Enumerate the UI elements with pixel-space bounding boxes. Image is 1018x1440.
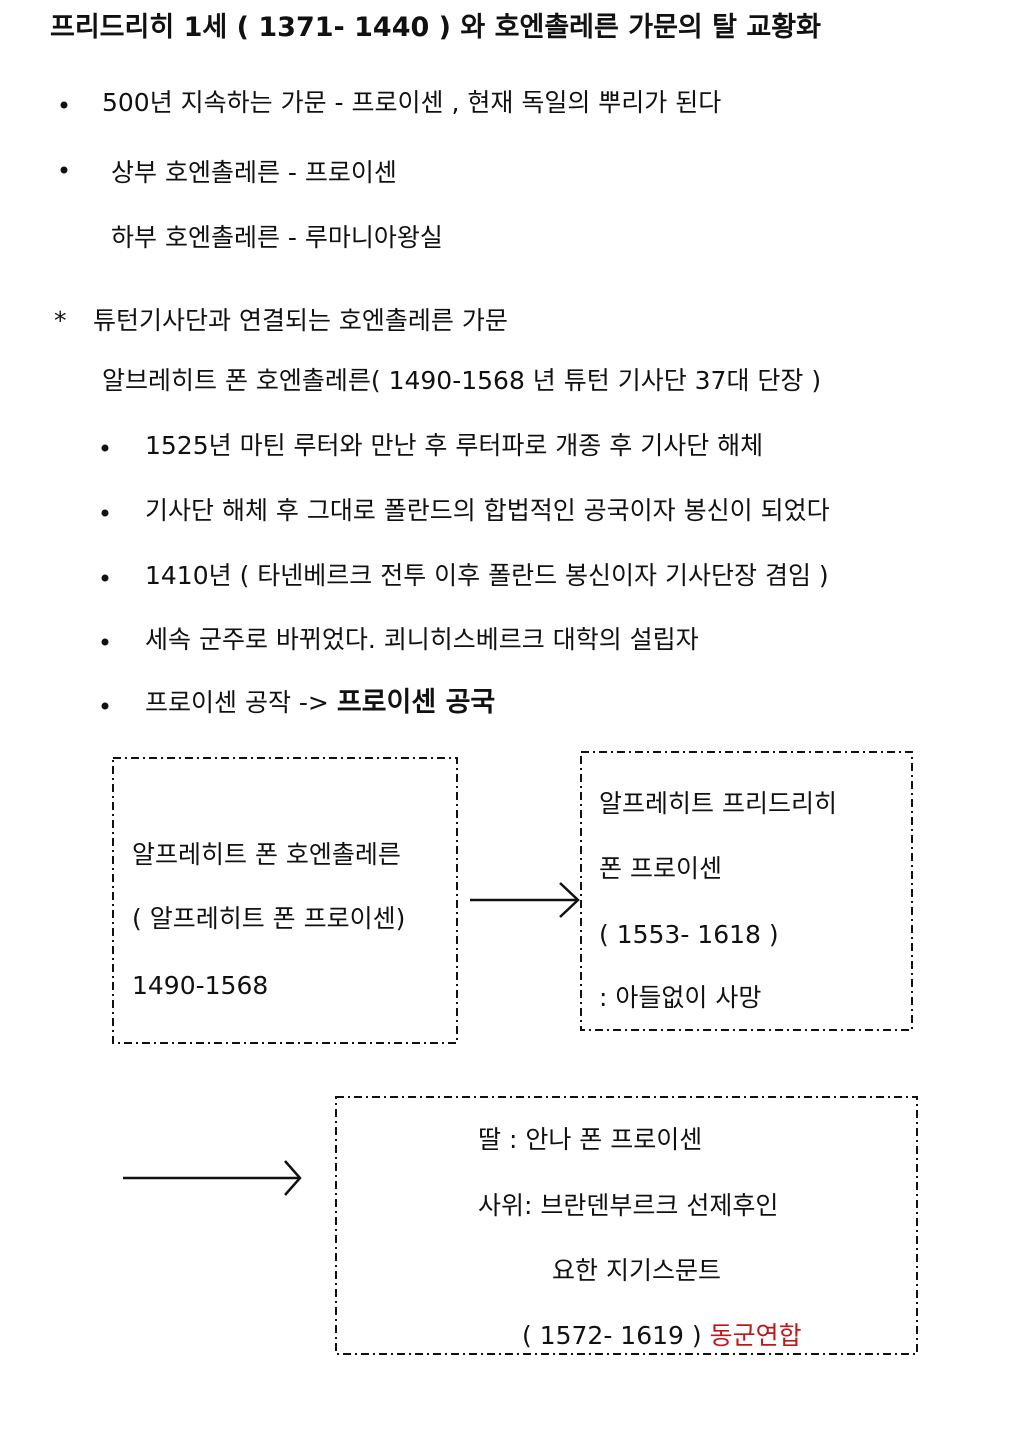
bullet <box>101 702 109 710</box>
box3-dates: ( 1572- 1619 ) <box>522 1321 702 1350</box>
section-subheading: 알브레히트 폰 호엔촐레른( 1490-1568 년 튜턴 기사단 37대 단장… <box>102 366 822 395</box>
list-item: 프로이센 공작 -> 프로이센 공국 <box>145 687 495 719</box>
box-albrecht <box>112 757 458 1044</box>
list-item-prefix: 프로이센 공작 -> <box>145 688 329 717</box>
list-item-continuation: 하부 호엔촐레른 - 루마니아왕실 <box>111 223 443 252</box>
list-item: 500년 지속하는 가문 - 프로이센 , 현재 독일의 뿌리가 된다 <box>102 88 722 117</box>
list-item: 세속 군주로 바뀌었다. 쾨니히스베르크 대학의 설립자 <box>145 625 699 654</box>
list-item: 기사단 해체 후 그대로 폴란드의 합법적인 공국이자 봉신이 되었다 <box>145 496 830 525</box>
box3-highlight: 동군연합 <box>709 1321 802 1350</box>
box-anna <box>335 1096 918 1355</box>
box2-line: 폰 프로이센 <box>599 854 722 883</box>
asterisk-marker: * <box>54 306 67 335</box>
list-item-bold: 프로이센 공국 <box>336 687 496 718</box>
box2-line: 알프레히트 프리드리히 <box>599 789 837 818</box>
box3-line: 사위: 브란덴부르크 선제후인 <box>478 1191 779 1220</box>
bullet <box>60 101 68 109</box>
bullet <box>101 509 109 517</box>
box3-line: 딸 : 안나 폰 프로이센 <box>478 1125 703 1154</box>
bullet <box>101 574 109 582</box>
list-item: 상부 호엔촐레른 - 프로이센 <box>111 158 397 187</box>
box1-line: 알프레히트 폰 호엔촐레른 <box>132 840 401 869</box>
bullet <box>60 166 68 174</box>
section-heading: 튜턴기사단과 연결되는 호엔촐레른 가문 <box>93 306 508 335</box>
box-albrecht-friedrich <box>580 751 913 1031</box>
bullet <box>101 638 109 646</box>
list-item: 1410년 ( 타넨베르크 전투 이후 폴란드 봉신이자 기사단장 겸임 ) <box>145 561 829 590</box>
box1-line: ( 알프레히트 폰 프로이센) <box>132 904 406 933</box>
bullet <box>101 444 109 452</box>
box3-line: 요한 지기스문트 <box>552 1256 721 1285</box>
arrow-right-icon <box>470 882 580 918</box>
page-title: 프리드리히 1세 ( 1371- 1440 ) 와 호엔촐레른 가문의 탈 교황… <box>50 12 821 43</box>
box2-line: ( 1553- 1618 ) <box>599 920 779 949</box>
list-item: 1525년 마틴 루터와 만난 후 루터파로 개종 후 기사단 해체 <box>145 431 764 460</box>
box1-line: 1490-1568 <box>132 971 269 1000</box>
arrow-right-icon <box>123 1160 302 1196</box>
box3-line: ( 1572- 1619 ) 동군연합 <box>522 1320 802 1352</box>
box2-line: : 아들없이 사망 <box>599 983 762 1012</box>
